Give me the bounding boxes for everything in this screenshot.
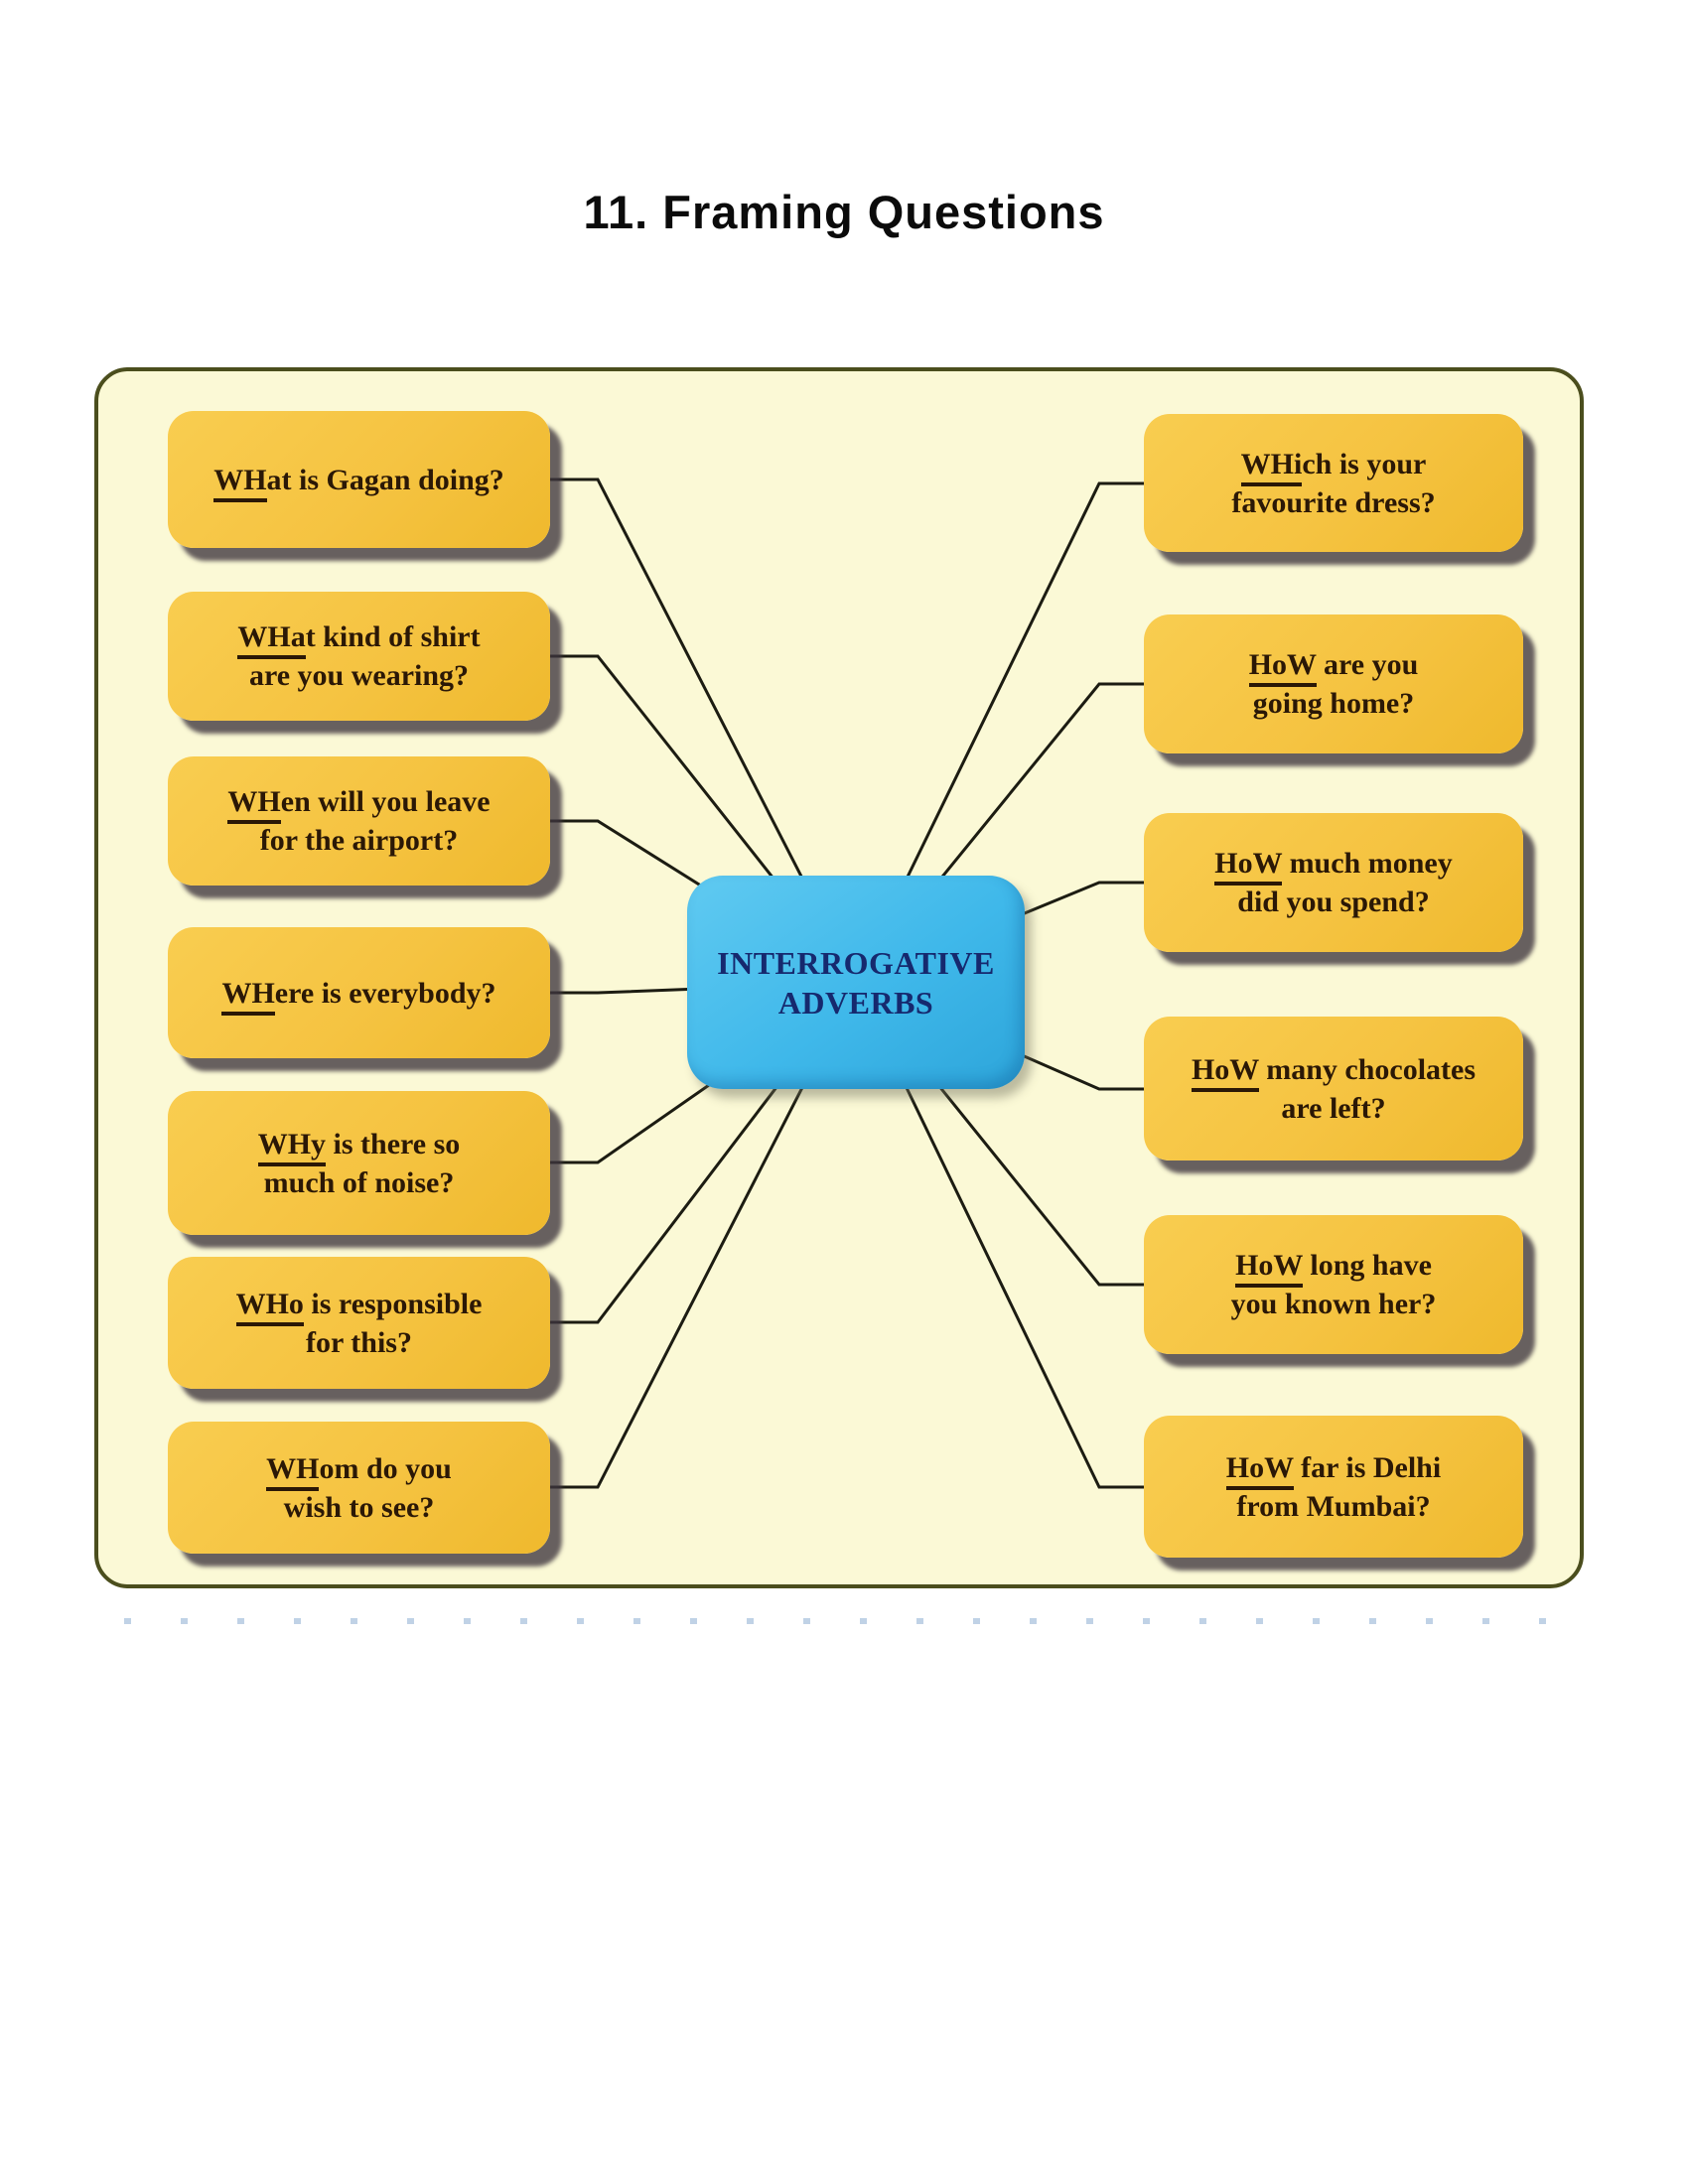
question-rest: much money	[1282, 847, 1453, 880]
center-node: INTERROGATIVE ADVERBS	[687, 876, 1025, 1089]
question-box: HoW far is Delhi from Mumbai?	[1144, 1416, 1523, 1558]
question-line1: HoW long have	[1235, 1246, 1432, 1288]
question-line1: WHo is responsible	[235, 1285, 483, 1326]
question-prefix-underlined: WH	[266, 1451, 320, 1491]
question-prefix-underlined: WH	[221, 976, 275, 1016]
question-rest: at is Gagan doing?	[266, 463, 504, 496]
question-prefix-underlined: HoW	[1235, 1249, 1303, 1288]
connector-line	[854, 481, 1144, 984]
question-prefix-underlined: WHo	[235, 1287, 304, 1326]
question-line1: HoW many chocolates	[1191, 1050, 1477, 1092]
connector-lines	[550, 478, 1144, 1489]
question-line2: you known her?	[1230, 1288, 1437, 1320]
question-prefix-underlined: WH	[227, 785, 281, 824]
question-line2: for the airport?	[259, 824, 459, 857]
connector-line	[550, 654, 858, 984]
question-line2: are left?	[1281, 1091, 1386, 1125]
center-node-label-line1: INTERROGATIVE	[717, 944, 995, 981]
question-line2: from Mumbai?	[1236, 1489, 1431, 1523]
question-rest: far is Delhi	[1293, 1450, 1442, 1484]
question-prefix-underlined: WHy	[257, 1127, 327, 1166]
question-line1: WHy is there so	[257, 1125, 461, 1166]
diagram-container: INTERROGATIVE ADVERBS WHat is Gagan doin…	[94, 367, 1584, 1588]
question-line2: did you spend?	[1237, 886, 1430, 918]
question-line1: HoW are you	[1248, 645, 1419, 687]
question-box: WHat is Gagan doing?	[168, 411, 550, 548]
question-prefix-underlined: HoW	[1248, 648, 1317, 687]
question-prefix-underlined: WH	[213, 463, 267, 502]
connector-line	[854, 982, 1144, 1489]
question-box: WHere is everybody?	[168, 927, 550, 1058]
question-box: WHich is your favourite dress?	[1144, 414, 1523, 552]
question-box: WHat kind of shirt are you wearing?	[168, 592, 550, 721]
question-rest: ch is your	[1302, 447, 1427, 480]
question-box: HoW are you going home?	[1144, 614, 1523, 753]
page-title: 11. Framing Questions	[583, 186, 1105, 238]
question-prefix-underlined: HoW	[1214, 847, 1283, 886]
question-rest: is there so	[326, 1127, 461, 1160]
question-prefix-underlined: WHi	[1240, 447, 1303, 486]
question-line1: WHen will you leave	[227, 782, 491, 824]
question-box: HoW long have you known her?	[1144, 1215, 1523, 1354]
connector-line	[550, 478, 858, 984]
question-line1: WHich is your	[1240, 445, 1427, 486]
question-line1: WHat kind of shirt	[237, 617, 481, 659]
question-box: WHy is there so much of noise?	[168, 1091, 550, 1235]
question-line1: HoW far is Delhi	[1225, 1448, 1442, 1490]
perforation-dots	[124, 1618, 1564, 1624]
question-line2: are you wearing?	[248, 659, 470, 692]
question-rest: ere is everybody?	[274, 976, 496, 1010]
question-line1: WHom do you	[266, 1449, 452, 1491]
question-line2: much of noise?	[263, 1165, 455, 1199]
question-line1: WHat is Gagan doing?	[213, 461, 504, 502]
connector-line	[550, 982, 858, 1324]
question-box: WHo is responsible for this?	[168, 1257, 550, 1389]
question-line1: HoW much money	[1214, 844, 1453, 886]
question-rest: many chocolates	[1258, 1052, 1477, 1086]
question-line2: for this?	[306, 1325, 412, 1359]
connector-line	[550, 982, 858, 1489]
question-rest: om do you	[319, 1451, 452, 1485]
question-box: HoW much money did you spend?	[1144, 813, 1523, 952]
question-prefix-underlined: HoW	[1225, 1450, 1294, 1490]
center-node-label-line2: ADVERBS	[777, 984, 934, 1021]
question-line1: WHere is everybody?	[221, 974, 496, 1016]
question-box: WHen will you leave for the airport?	[168, 756, 550, 886]
question-box: WHom do you wish to see?	[168, 1422, 550, 1554]
question-line2: wish to see?	[283, 1490, 435, 1524]
question-line2: going home?	[1252, 687, 1415, 720]
question-line2: favourite dress?	[1231, 485, 1436, 519]
question-rest: en will you leave	[280, 785, 491, 818]
question-prefix-underlined: WHa	[237, 620, 306, 659]
question-box: HoW many chocolates are left?	[1144, 1017, 1523, 1160]
question-prefix-underlined: HoW	[1191, 1052, 1259, 1092]
question-rest: is responsible	[303, 1287, 483, 1320]
question-rest: t kind of shirt	[305, 620, 481, 653]
question-rest: long have	[1302, 1249, 1432, 1282]
question-rest: are you	[1316, 648, 1419, 681]
